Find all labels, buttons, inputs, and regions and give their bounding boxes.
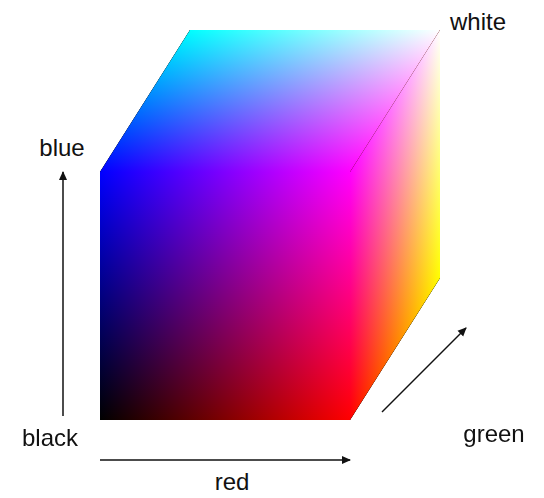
green-axis-arrow — [382, 328, 466, 412]
front-face-blue — [100, 172, 350, 420]
cube — [100, 30, 440, 420]
right-face — [350, 30, 440, 420]
axis-label: black — [22, 425, 78, 451]
axis-label: green — [463, 421, 524, 447]
front-face — [100, 172, 350, 420]
blue-axis-arrow — [62, 172, 64, 416]
red-axis-arrow — [100, 459, 350, 461]
right-face-blue — [350, 30, 440, 420]
right-face-green — [350, 30, 440, 420]
axis-label: blue — [39, 135, 84, 161]
axis-label: white — [450, 9, 506, 35]
axis-label: red — [215, 469, 250, 495]
